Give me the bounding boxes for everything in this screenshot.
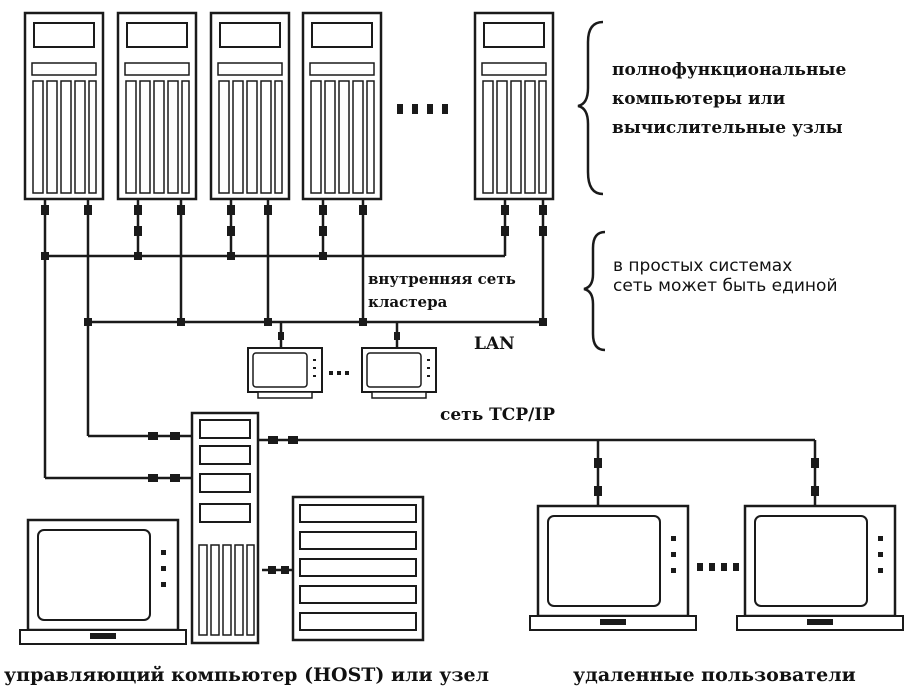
- compute-node-1: [23, 11, 105, 201]
- compute-node-2: [116, 11, 198, 201]
- host-console-monitor: [18, 518, 188, 646]
- compute-node-3: [209, 11, 291, 201]
- remote-user-monitor-2: [735, 504, 904, 632]
- lan-monitor-2: [361, 347, 437, 399]
- simple-systems-label-line-1: в простых системах: [613, 256, 793, 276]
- nodes-label-line-3: вычислительные узлы: [612, 118, 843, 138]
- internal-network-label-line-1: внутренняя сеть: [368, 270, 516, 288]
- host-tower: [190, 411, 260, 645]
- nodes-ellipsis: [397, 104, 448, 114]
- internal-network-label-line-2: кластера: [368, 293, 448, 311]
- lan-ellipsis: [329, 371, 349, 375]
- simple-systems-label-line-2: сеть может быть единой: [613, 276, 838, 296]
- storage-unit: [291, 495, 425, 642]
- lan-label: LAN: [474, 334, 515, 354]
- host-caption: управляющий компьютер (HOST) или узел: [4, 664, 490, 686]
- lan-monitor-1: [247, 347, 323, 399]
- remote-ellipsis: [697, 563, 739, 571]
- tcpip-label: сеть TCP/IP: [440, 405, 556, 425]
- compute-node-4: [301, 11, 383, 201]
- nodes-label-line-1: полнофункциональные: [612, 60, 847, 80]
- connectors: [41, 205, 819, 574]
- nodes-label-line-2: компьютеры или: [612, 89, 786, 109]
- remote-user-monitor-1: [528, 504, 698, 632]
- remote-users-caption: удаленные пользователи: [573, 664, 856, 686]
- compute-node-n: [473, 11, 555, 201]
- brace-simple-systems: [583, 230, 606, 352]
- brace-nodes: [577, 20, 604, 196]
